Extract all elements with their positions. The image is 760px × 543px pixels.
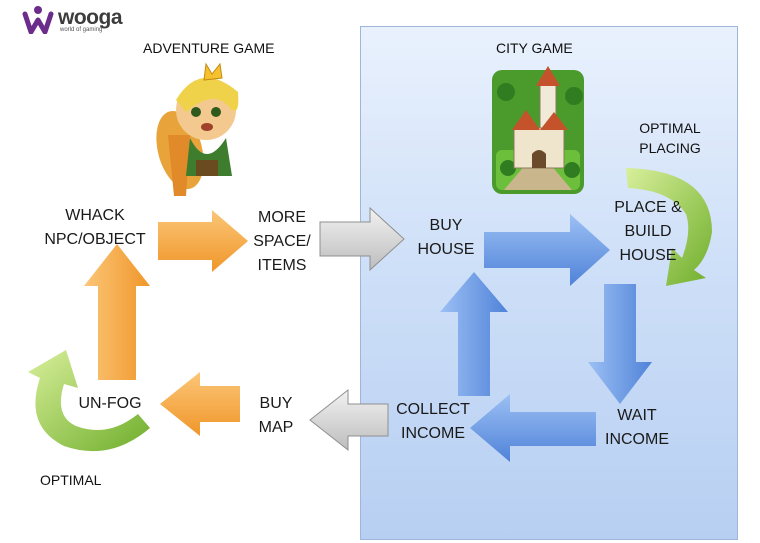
node-whack-npc-object: WHACK NPC/OBJECT	[44, 207, 146, 248]
node-collect-income: COLLECT INCOME	[396, 401, 470, 442]
arrow-wait-income-to-collect-income	[470, 394, 596, 462]
node-un-fog: UN-FOG	[78, 395, 142, 412]
node-more-space-items: MORE SPACE/ ITEMS	[253, 209, 311, 274]
arrow-unfog-to-whack	[84, 244, 150, 380]
arrow-whack-to-more-space	[158, 210, 248, 272]
node-place-build-house: PLACE & BUILD HOUSE	[614, 199, 682, 264]
city-castle-tile-image	[492, 66, 584, 194]
arrow-more-space-to-buy-house	[319, 206, 405, 272]
optimal-curved-arrow	[28, 350, 150, 452]
adventure-game-title: ADVENTURE GAME	[143, 40, 275, 56]
optimal-label: OPTIMAL	[40, 472, 102, 488]
node-wait-income: WAIT INCOME	[605, 407, 669, 448]
arrow-buymap-to-unfog	[160, 372, 240, 436]
optimal-placing-label: OPTIMAL PLACING	[639, 120, 701, 156]
arrow-collect-income-to-buy-map	[309, 388, 389, 452]
arrow-collect-income-to-buy-house	[440, 272, 508, 396]
logo-tagline: world of gaming	[60, 27, 103, 33]
city-game-title: CITY GAME	[496, 40, 573, 56]
logo-wordmark: wooga	[58, 6, 123, 29]
wooga-logo-icon	[22, 4, 54, 39]
adventure-hero-character-image	[156, 62, 239, 196]
node-buy-house: BUY HOUSE	[417, 217, 475, 258]
node-buy-map: BUY MAP	[258, 395, 294, 436]
arrow-buy-house-to-place-build	[484, 214, 610, 286]
arrow-place-build-to-wait-income	[588, 284, 652, 404]
optimal-placing-curved-arrow	[626, 168, 712, 286]
